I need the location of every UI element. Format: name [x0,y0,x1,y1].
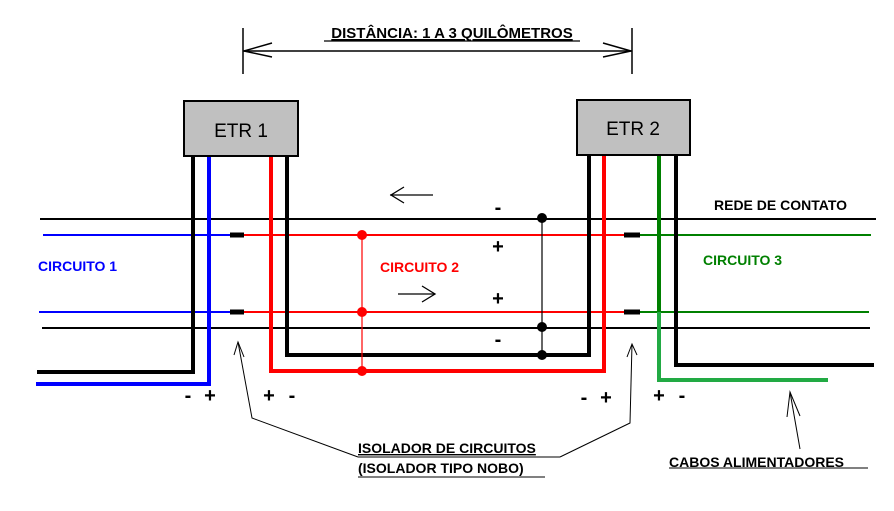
etr2-feeder-negative-right [674,155,874,367]
bond-node [537,322,547,332]
etr2-box [576,99,691,156]
polarity-sign: + [263,385,275,407]
polarity-sign: - [495,329,502,351]
etr1-feeder-negative-left [37,156,195,374]
bond-node [537,350,547,360]
insulator-etr1-bottom [230,309,244,315]
circuit1-label: CIRCUITO 1 [38,258,117,274]
insulator-etr1-top [230,232,244,238]
current-arrow-left-icon [389,186,433,204]
circuit2-feeder-negative [285,155,591,357]
circuit3-label: CIRCUITO 3 [703,252,782,268]
etr1-feeder-positive-circuit1 [36,156,211,386]
polarity-sign: - [185,385,192,407]
dimension-arrow-right-icon [602,42,632,58]
polarity-sign: + [492,236,504,258]
bond-node [537,213,547,223]
bond-node [357,307,367,317]
feeder-cables-label: CABOS ALIMENTADORES [669,454,844,470]
distance-dimension [242,28,633,74]
bond-node [357,366,367,376]
circuit2-feeder-positive [269,155,606,373]
etr2-label: ETR 2 [606,119,660,140]
dimension-arrow-left-icon [243,42,273,58]
etr1-label: ETR 1 [214,121,268,142]
polarity-sign: - [289,385,296,407]
polarity-sign: + [492,288,504,310]
polarity-sign: + [653,385,665,407]
feeder-leader [786,390,801,450]
insulator-etr2-top [624,232,640,238]
insulator-label-line1: ISOLADOR DE CIRCUITOS [358,440,536,456]
polarity-sign: + [204,385,216,407]
polarity-sign: + [600,387,612,409]
etr1-box [183,100,299,157]
insulator-etr2-bottom [624,309,640,315]
distance-label: DISTÂNCIA: 1 A 3 QUILÔMETROS [331,24,572,42]
insulator-label-line2: (ISOLADOR TIPO NOBO) [358,460,524,476]
polarity-sign: - [495,197,502,219]
polarity-sign: - [679,385,686,407]
current-arrow-right-icon [398,285,437,303]
polarity-sign: - [581,387,588,409]
insulator-leader [233,340,638,458]
circuit2-label: CIRCUITO 2 [380,259,459,275]
contact-network-label: REDE DE CONTATO [714,197,847,213]
bond-node [357,230,367,240]
